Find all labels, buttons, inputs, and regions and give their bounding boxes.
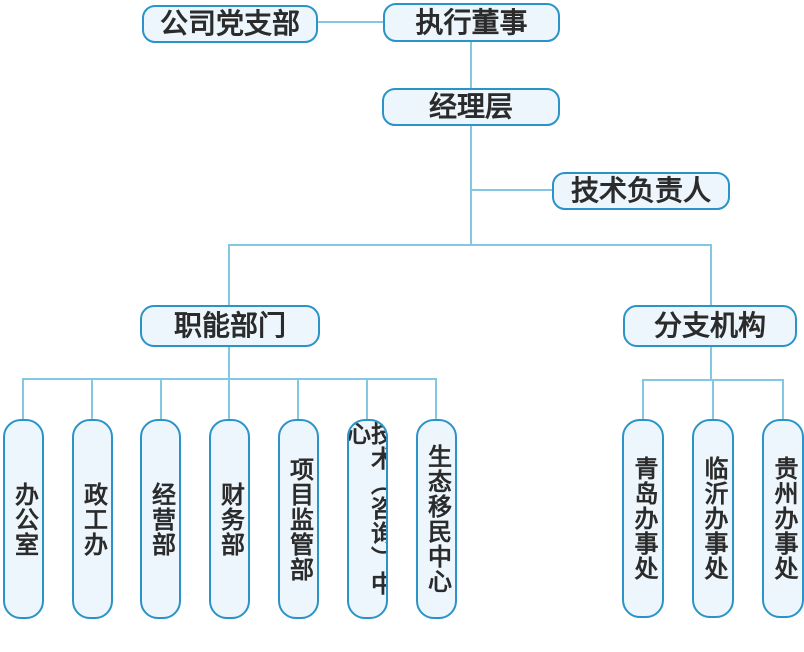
connector-line (160, 378, 162, 421)
connector-line (228, 244, 230, 305)
node-branch-organizations: 分支机构 (623, 305, 797, 347)
node-management-layer: 经理层 (382, 88, 560, 126)
node-dept-ecological-migration-center: 生态移民中心 (416, 419, 457, 619)
connector-line (470, 126, 472, 246)
node-dept-office: 办公室 (3, 419, 44, 619)
connector-line (782, 379, 784, 421)
connector-line (297, 378, 299, 421)
connector-line (228, 378, 230, 421)
connector-line (710, 244, 712, 305)
node-party-branch: 公司党支部 (142, 5, 318, 43)
connector-line (91, 378, 93, 421)
connector-line (366, 378, 368, 421)
node-branch-guizhou: 贵州办事处 (762, 419, 804, 618)
node-dept-finance: 财务部 (209, 419, 250, 619)
node-functional-departments: 职能部门 (140, 305, 320, 347)
connector-line (22, 378, 24, 421)
connector-line (710, 347, 712, 380)
connector-line (435, 378, 437, 421)
node-dept-technical-consulting-center: 技术（咨询）中心 (347, 419, 388, 619)
node-dept-project-supervision: 项目监管部 (278, 419, 319, 619)
node-dept-operations: 经营部 (140, 419, 181, 619)
connector-line (318, 21, 383, 23)
connector-line (472, 189, 552, 191)
connector-line (712, 379, 714, 421)
node-technical-leader: 技术负责人 (552, 172, 730, 210)
node-executive-director: 执行董事 (383, 3, 560, 42)
connector-line (470, 42, 472, 88)
node-branch-qingdao: 青岛办事处 (622, 419, 664, 618)
node-branch-linyi: 临沂办事处 (692, 419, 734, 618)
connector-line (642, 379, 644, 421)
connector-line (228, 347, 230, 379)
node-dept-political-work: 政工办 (72, 419, 113, 619)
connector-line (228, 244, 712, 246)
